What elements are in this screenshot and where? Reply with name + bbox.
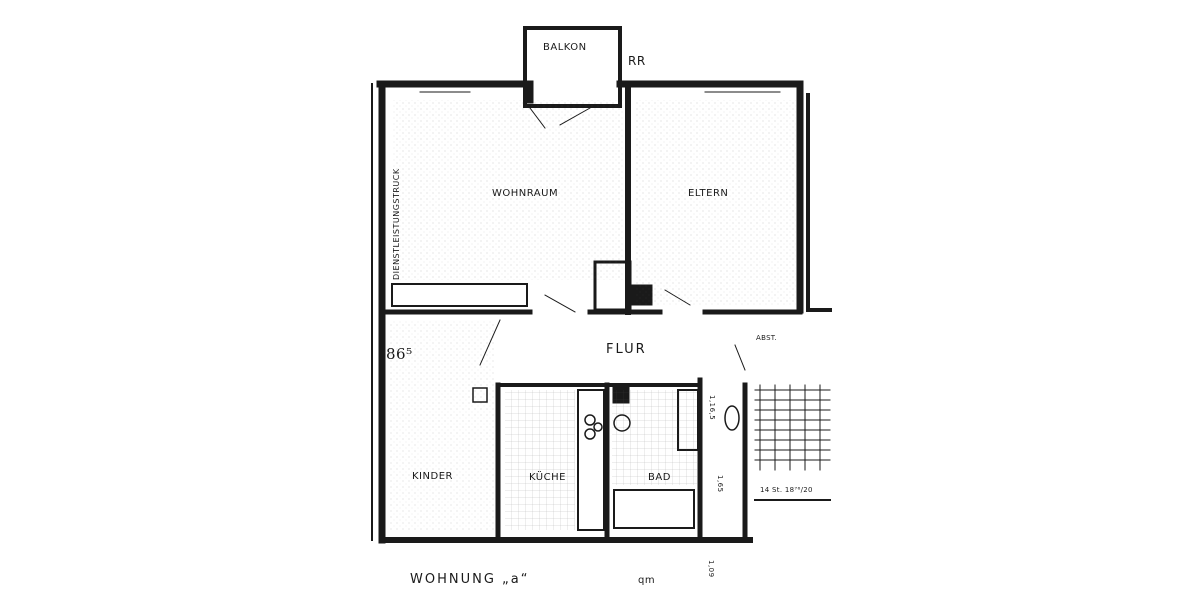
rr-label: RR bbox=[628, 54, 646, 68]
kinder-label: KINDER bbox=[412, 471, 453, 482]
floor-texture bbox=[636, 100, 796, 305]
footer-scale: qm bbox=[638, 575, 656, 586]
eltern-label: ELTERN bbox=[688, 188, 729, 199]
left-vertical-label: DIENSTLEISTUNGSTRUCK bbox=[392, 168, 401, 280]
floor-texture bbox=[390, 320, 495, 530]
abstellraum-label: ABST. bbox=[756, 334, 778, 342]
bottom-dimension: 1,09 bbox=[707, 560, 715, 578]
wohnraum-label: WOHNRAUM bbox=[492, 188, 559, 199]
window bbox=[419, 83, 781, 87]
stove-burner bbox=[584, 414, 596, 426]
stove-burner bbox=[584, 428, 596, 440]
door-swing bbox=[734, 344, 746, 371]
kinder-outlet bbox=[472, 387, 488, 403]
flur-label: FLUR bbox=[606, 342, 647, 357]
floor-texture bbox=[505, 390, 575, 530]
stove-burner bbox=[593, 422, 603, 432]
kueche-label: KÜCHE bbox=[529, 472, 566, 483]
kitchen-counter bbox=[577, 389, 605, 531]
wohnraum-bench bbox=[391, 283, 528, 307]
bathtub bbox=[613, 489, 695, 529]
bath-dimension-2: 1,65 bbox=[716, 475, 724, 493]
floor-texture bbox=[392, 100, 624, 280]
stair-info: 14 St. 18⁷⁶/20 bbox=[760, 486, 813, 494]
bath-dimension: 1,16,5 bbox=[708, 395, 716, 421]
door-swing bbox=[544, 294, 576, 313]
outer-wall bbox=[806, 93, 832, 312]
floor-texture bbox=[612, 390, 697, 485]
toilet bbox=[724, 405, 740, 431]
balkon-label: BALKON bbox=[543, 42, 587, 53]
footer-label: WOHNUNG „a“ bbox=[410, 572, 530, 587]
balcony bbox=[523, 26, 622, 108]
stairwell bbox=[754, 384, 831, 501]
height-mark: 86⁵ bbox=[386, 345, 413, 363]
bad-label: BAD bbox=[648, 472, 671, 483]
